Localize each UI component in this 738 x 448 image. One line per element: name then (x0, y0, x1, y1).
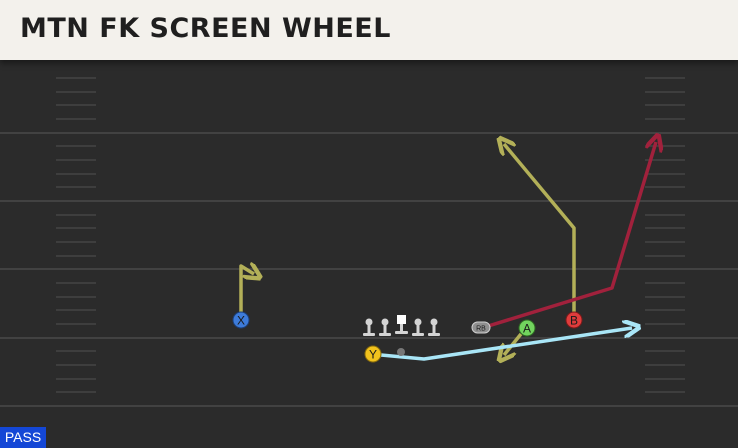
player-b[interactable]: B (565, 311, 583, 329)
lineman-icon (363, 318, 375, 336)
title-bar: MTN FK SCREEN WHEEL (0, 0, 738, 60)
player-y-label: Y (369, 348, 377, 362)
player-a[interactable]: A (518, 319, 536, 337)
lineman-icon (412, 318, 424, 336)
rb-route (484, 142, 656, 329)
player-b-label: B (570, 314, 578, 328)
lineman-icon (428, 318, 440, 336)
player-x-label: X (237, 314, 245, 328)
y-route (380, 328, 632, 361)
play-type-badge: PASS (0, 427, 46, 448)
offensive-line (363, 315, 440, 336)
player-a-label: A (523, 322, 531, 336)
player-rb-label: RB (476, 326, 486, 333)
hash-marks-left (56, 77, 96, 393)
quarterback-marker (397, 348, 405, 356)
yard-lines (0, 132, 738, 407)
x-route (239, 266, 254, 316)
player-x[interactable]: X (232, 311, 250, 329)
center-icon (395, 315, 408, 334)
lineman-icon (379, 318, 391, 336)
b-route (504, 144, 576, 316)
play-title: MTN FK SCREEN WHEEL (20, 13, 391, 44)
player-y[interactable]: Y (364, 345, 382, 363)
player-rb[interactable]: RB (471, 321, 491, 334)
